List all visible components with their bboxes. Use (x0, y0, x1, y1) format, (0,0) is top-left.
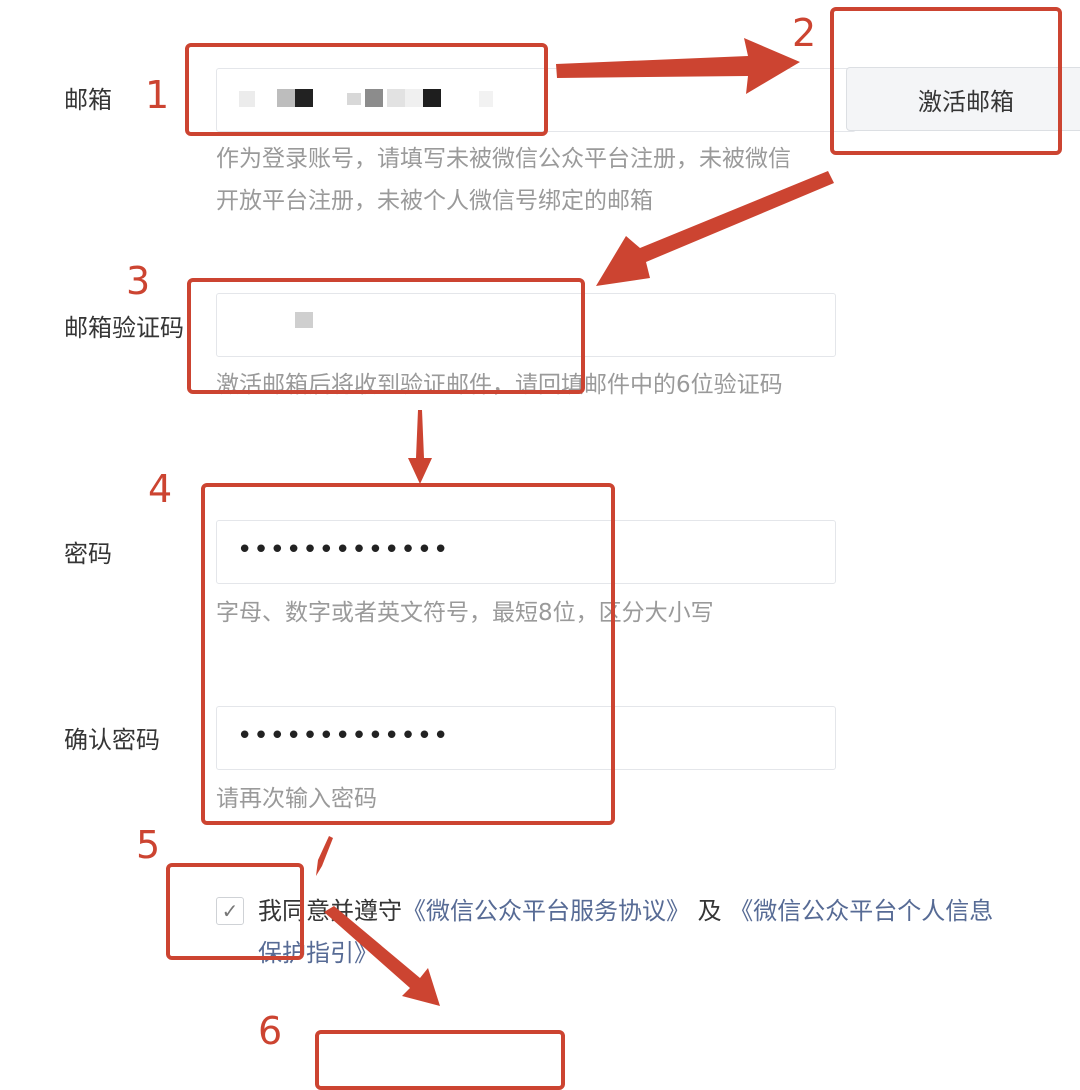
arrow-step-4-to-5 (316, 836, 333, 876)
masked-text (387, 89, 405, 107)
step-6-number: 6 (258, 1009, 283, 1053)
step-4-highlight (201, 483, 615, 825)
email-label: 邮箱 (64, 86, 112, 114)
step-5-highlight (166, 863, 304, 960)
arrow-step-3-to-4 (408, 410, 432, 484)
masked-text (405, 89, 423, 107)
password-input[interactable]: ••••••••••••• (216, 520, 836, 584)
email-hint: 作为登录账号，请填写未被微信公众平台注册，未被微信开放平台注册，未被个人微信号绑… (216, 146, 791, 214)
step-3-highlight (187, 278, 585, 394)
agreement-conj: 及 (690, 897, 730, 925)
check-icon: ✓ (221, 899, 239, 923)
password-hint: 字母、数字或者英文符号，最短8位，区分大小写 (216, 600, 714, 626)
activate-email-button[interactable]: 激活邮箱 (846, 67, 1080, 131)
masked-text (277, 89, 295, 107)
step-4-number: 4 (148, 467, 173, 511)
verify-code-label: 邮箱验证码 (64, 314, 184, 342)
step-1-highlight (185, 43, 548, 136)
privacy-guide-link[interactable]: 《微信公众平台个人信息保护指引》 (258, 897, 994, 967)
service-agreement-link[interactable]: 《微信公众平台服务协议》 (402, 897, 690, 925)
step-2-highlight (830, 7, 1062, 155)
confirm-password-label: 确认密码 (64, 726, 160, 754)
masked-text (347, 93, 361, 105)
arrow-step-2-to-3 (596, 171, 834, 286)
step-5-number: 5 (136, 823, 161, 867)
verify-code-input[interactable] (216, 293, 836, 357)
masked-text (423, 89, 441, 107)
step-2-number: 2 (792, 11, 817, 55)
password-label: 密码 (64, 540, 112, 568)
agreement-text: 我同意并遵守《微信公众平台服务协议》 及 《微信公众平台个人信息保护指引》 (258, 890, 998, 974)
arrow-step-1-to-2 (556, 38, 800, 94)
password-value: ••••••••••••• (237, 535, 450, 565)
arrow-step-5-to-6 (324, 906, 440, 1006)
agree-checkbox[interactable]: ✓ (216, 897, 244, 925)
confirm-password-hint: 请再次输入密码 (216, 786, 377, 812)
confirm-password-input[interactable]: ••••••••••••• (216, 706, 836, 770)
confirm-password-value: ••••••••••••• (237, 721, 450, 751)
masked-text (295, 312, 313, 328)
masked-text (239, 91, 255, 107)
masked-text (479, 91, 493, 107)
masked-text (295, 89, 313, 107)
masked-text (365, 89, 383, 107)
step-1-number: 1 (145, 73, 170, 117)
step-3-number: 3 (126, 259, 151, 303)
